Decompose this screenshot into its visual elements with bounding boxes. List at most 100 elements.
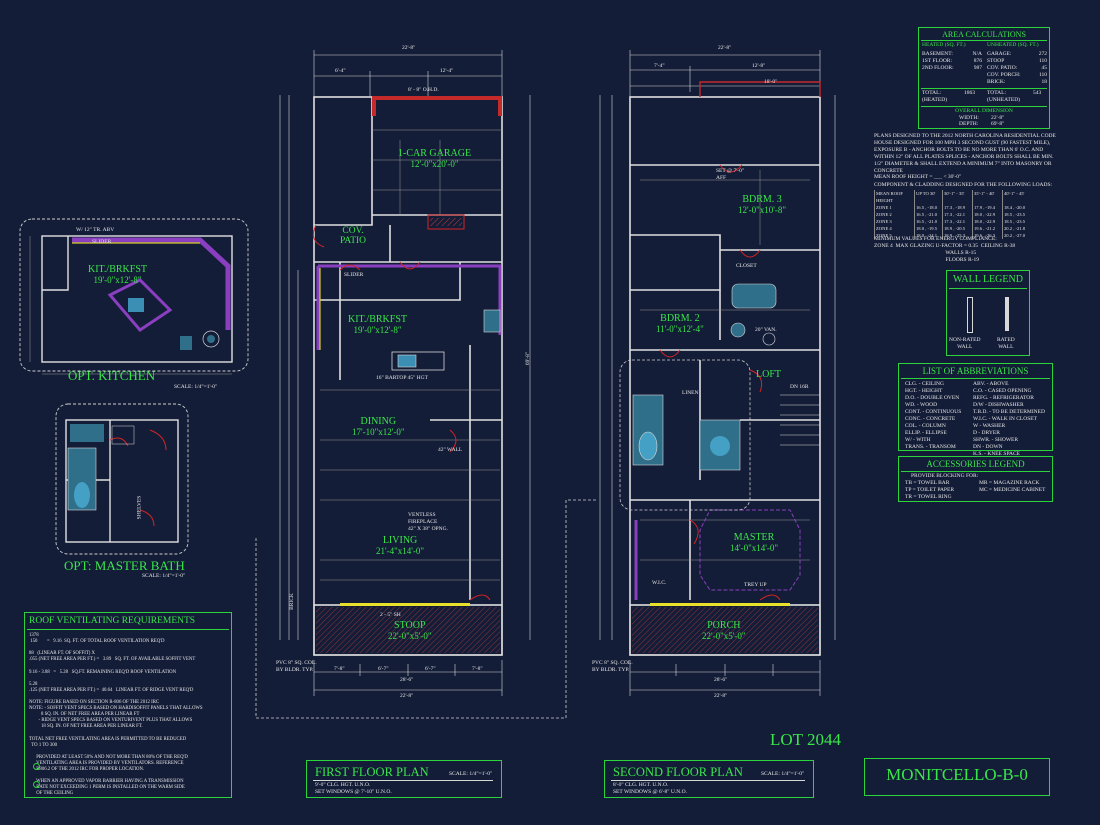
sf-dn-note: DN 16R <box>790 384 809 390</box>
loads-cell: 35'-1" - 40' <box>972 190 1002 204</box>
loads-cell: 18.9 , -25.3 <box>942 232 972 239</box>
unheated-row: GARAGE:272 <box>987 51 1047 58</box>
heated-value: 876 <box>973 58 982 64</box>
unheated-header: UNHEATED (SQ. FT.) <box>987 42 1039 48</box>
fireplace-note: VENTLESS FIREPLACE 42" X 38" OPNG. <box>408 512 448 532</box>
unheated-total-label: TOTAL: <box>987 90 1007 96</box>
sf-vanity-note: 20" VAN. <box>755 327 777 333</box>
ff-brick-note: BRICK <box>288 593 295 610</box>
sf-dim-b: 12'-8" <box>752 63 766 69</box>
loads-cell: 18.0 , -22.9 <box>972 218 1002 225</box>
heated-row: BASEMENT: N/A <box>922 51 982 58</box>
opt-kitchen-title: OPT. KITCHEN <box>68 368 156 383</box>
opt-bath-shelves: SHELVES <box>136 495 143 520</box>
bartop-note: 16" BARTOP 45" HGT <box>376 375 428 382</box>
loads-cell: 18.5 , -23.5 <box>1002 218 1032 225</box>
abbreviations-box: LIST OF ABBREVIATIONS CLG. - CEILING HGT… <box>898 363 1053 457</box>
loads-cell: ZONE 4 <box>874 225 914 232</box>
note-2-marker <box>33 781 40 788</box>
ff-bot-a: 7'-8" <box>334 666 345 672</box>
loads-cell: 18.9 , -20.5 <box>942 225 972 232</box>
abbrev-right: ABV. - ABOVE C.O. - CASED OPENING REFG. … <box>973 381 1045 457</box>
ff-overall-dim: 22'-8" <box>402 45 416 51</box>
accessories-title: ACCESSORIES LEGEND <box>926 459 1025 469</box>
loads-cell: ZONE 5 <box>874 232 914 239</box>
unheated-row: BRICK:18 <box>987 79 1047 86</box>
first-floor-title-box: FIRST FLOOR PLAN SCALE: 1/4"=1'-0" 9'-0"… <box>306 760 502 798</box>
ff-bot-c: 6'-7" <box>425 666 436 672</box>
sf-bot-total: 28'-6" <box>714 677 728 683</box>
sf-tray-note: TREY UP <box>744 582 767 588</box>
sf-bot-total2: 22'-8" <box>714 693 728 699</box>
rated-wall-swatch <box>1005 297 1009 331</box>
accessories-sub: PROVIDE BLOCKING FOR: <box>911 473 979 479</box>
wall-legend-box: WALL LEGEND NON-RATED WALL RATED WALL <box>946 270 1030 356</box>
loads-cell: 18.5 , -23.5 <box>1002 211 1032 218</box>
loads-cell: 16.5 , -21.0 <box>914 211 942 218</box>
first-floor-title: FIRST FLOOR PLAN <box>315 765 429 779</box>
accessories-left: TB = TOWEL BAR TP = TOILET PAPER TR = TO… <box>905 480 954 500</box>
unheated-total: 543 <box>1033 90 1042 96</box>
sf-linen-label: LINEN <box>682 390 699 396</box>
heated-row: 2ND FLOOR:987 <box>922 65 982 72</box>
loads-cell: 16.5 , -21.0 <box>914 218 942 225</box>
ff-wall-note: 42" WALL <box>438 447 463 453</box>
opt-kitchen-note: W/ 12" TR. ABV <box>76 227 115 233</box>
loads-cell: 17.9 , -19.4 <box>972 204 1002 211</box>
ff-col-note: PVC 8" SQ. COL. BY BLDR. TYP. <box>276 660 317 673</box>
area-calculations-box: AREA CALCULATIONS HEATED (SQ. FT.) UNHEA… <box>918 27 1050 129</box>
unheated-row: STOOP 110 <box>987 58 1047 65</box>
roof-vent-title: ROOF VENTILATING REQUIREMENTS <box>29 616 196 626</box>
opt-bath-title: OPT: MASTER BATH <box>64 558 185 573</box>
loads-cell: 16.5 , -18.0 <box>914 204 942 211</box>
loads-cell: 40'-1" - 45' <box>1002 190 1032 204</box>
ff-bot-total2: 22'-8" <box>400 693 414 699</box>
ff-bot-b: 6'-7" <box>378 666 389 672</box>
ff-bot-d: 7'-8" <box>472 666 483 672</box>
loads-cell: 18.4 , -20.0 <box>1002 204 1032 211</box>
heated-label: BASEMENT: <box>922 51 953 57</box>
roof-height-note: MEAN ROOF HEIGHT = ___ < 30'-0" <box>874 174 962 180</box>
sf-wic-label: W.I.C. <box>652 580 667 586</box>
loads-cell: 17.3 , -18.9 <box>942 204 972 211</box>
unheated-label: GARAGE: <box>987 51 1012 57</box>
wall-legend-title: WALL LEGEND <box>953 274 1023 285</box>
sf-col-note: PVC 8" SQ. COL. BY BLDR. TYP. <box>592 660 633 673</box>
loads-cell: 18.0 , -22.9 <box>972 211 1002 218</box>
loads-cell: 19.6 , -26.3 <box>972 232 1002 239</box>
unheated-value: 18 <box>1041 79 1048 85</box>
depth-label: DEPTH: <box>959 121 979 127</box>
loads-cell: ZONE 1 <box>874 204 914 211</box>
sf-overall-dim: 22'-8" <box>718 45 732 51</box>
ff-sh-note: 2 - 5" SH <box>380 612 401 618</box>
heated-label: 2ND FLOOR: <box>922 65 954 71</box>
rated-wall-label: RATED WALL <box>997 337 1015 350</box>
heated-value: N/A <box>972 51 982 57</box>
unheated-value: 110 <box>1038 58 1047 64</box>
loads-cell: 20.2 , -27.0 <box>1002 232 1032 239</box>
second-floor-title-box: SECOND FLOOR PLAN SCALE: 1/4"=1'-0" 8'-0… <box>604 760 814 798</box>
unheated-label: STOOP <box>987 58 1005 64</box>
unheated-row: COV. PORCH:110 <box>987 72 1047 79</box>
unheated-label: COV. PORCH: <box>987 72 1021 78</box>
first-floor-scale: SCALE: 1/4"=1'-0" <box>449 771 493 777</box>
loads-cell: 17.3 , -22.1 <box>942 218 972 225</box>
loads-cell: 30'-1" - 35' <box>942 190 972 204</box>
sf-set-note: SET @ 7'-0" AFF <box>716 168 745 181</box>
energy-notes: MINIMUM VALUES FOR ENERGY COMPLIANCE: ZO… <box>874 236 1016 263</box>
second-floor-title: SECOND FLOOR PLAN <box>613 765 743 779</box>
